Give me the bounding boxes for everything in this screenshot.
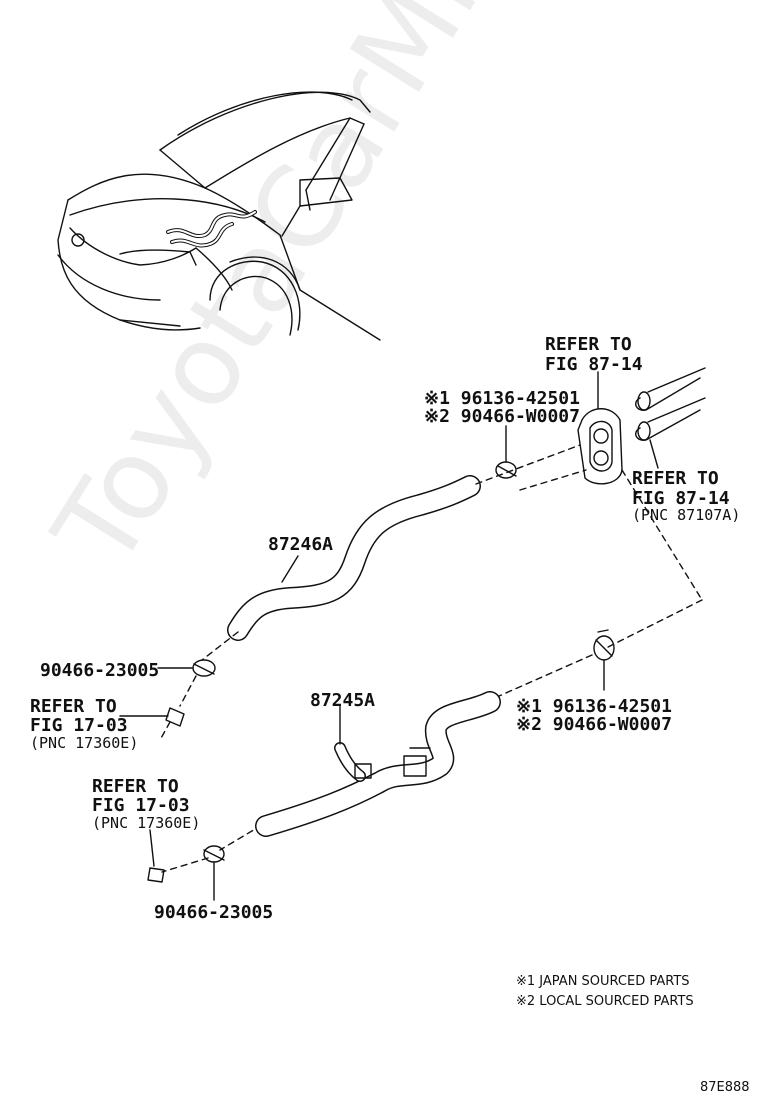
- refer-fig-87-14-right-pnc: (PNC 87107A): [632, 506, 741, 524]
- refer-fig-87-14-top-line1: REFER TO: [545, 334, 632, 355]
- note-local-sourced: ※2 LOCAL SOURCED PARTS: [516, 994, 694, 1009]
- refer-fig-17-03-upper-line2: FIG 17-03: [30, 715, 128, 736]
- nozzle-lower-left: [147, 829, 165, 883]
- pipes-upper-right: [635, 367, 706, 469]
- refer-fig-87-14-right-line1: REFER TO: [632, 468, 719, 489]
- nozzle-upper-left: [119, 707, 185, 727]
- clamp-right-part-2: ※2 90466-W0007: [516, 714, 672, 735]
- refer-fig-17-03-lower-line1: REFER TO: [92, 776, 179, 797]
- dashed-lines: [159, 444, 703, 873]
- refer-fig-17-03-lower-line2: FIG 17-03: [92, 795, 190, 816]
- refer-fig-87-14-top-line2: FIG 87-14: [545, 354, 643, 375]
- clamp-upper-left: [157, 659, 216, 677]
- clamp-upper-left-label: 90466-23005: [40, 660, 160, 681]
- hose-87246a: [227, 475, 481, 641]
- refer-fig-17-03-upper-line1: REFER TO: [30, 696, 117, 717]
- grommet: [577, 371, 623, 485]
- grommet-part-1: ※1 96136-42501: [424, 388, 580, 409]
- diagram-code: 87E888: [700, 1080, 750, 1095]
- hose-87245a-label: 87245A: [310, 690, 376, 711]
- refer-fig-87-14-right-line2: FIG 87-14: [632, 488, 730, 509]
- clamp-lower-left-label: 90466-23005: [154, 902, 274, 923]
- grommet-part-2: ※2 90466-W0007: [424, 406, 580, 427]
- refer-fig-17-03-lower-pnc: (PNC 17360E): [92, 814, 201, 832]
- car-illustration: [57, 91, 381, 341]
- clamp-lower-left: [203, 845, 225, 901]
- clamp-right-part-1: ※1 96136-42501: [516, 696, 672, 717]
- refer-fig-17-03-upper-pnc: (PNC 17360E): [30, 734, 139, 752]
- clamp-upper-right: [495, 425, 517, 479]
- hose-87246a-label: 87246A: [268, 534, 334, 555]
- clamp-right: [593, 629, 615, 691]
- note-japan-sourced: ※1 JAPAN SOURCED PARTS: [516, 974, 690, 989]
- hose-87245a: [255, 691, 501, 837]
